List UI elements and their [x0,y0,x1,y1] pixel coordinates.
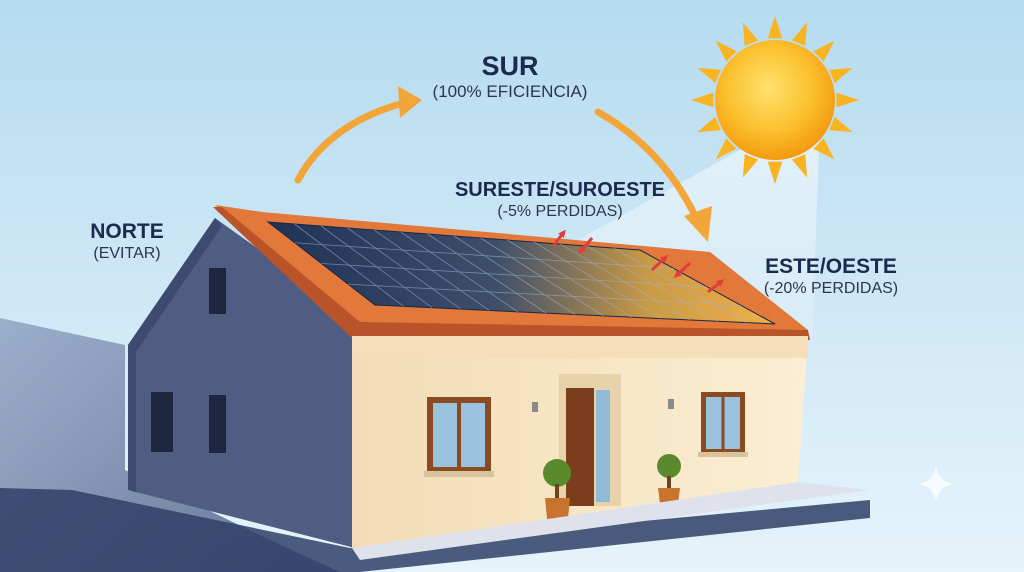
sun-ray [742,154,759,178]
panel-column-line [613,247,747,323]
sun-beam [560,120,820,340]
label-norte-subtitle: (EVITAR) [93,245,161,262]
label-norte-title: NORTE [90,220,164,243]
panel-column-line [374,229,490,311]
loss-arrow-head [716,279,725,287]
side-window-top [209,268,226,314]
panel-column-line [347,227,461,310]
label-sureste-suroeste-title: SURESTE/SUROESTE [454,179,666,201]
front-window-left [424,397,494,477]
panel-column-line [480,237,604,317]
loss-arrow-head [578,246,586,255]
arrow-south-to-west [594,108,702,226]
side-window-left [151,392,173,452]
arrow-head-south [398,86,422,118]
entrance-step [352,482,870,560]
solar-panel-array [266,221,776,325]
wall-lamp-right [668,399,674,409]
panel-column-line [427,233,547,314]
ground-strip [0,488,870,572]
loss-arrow-head [558,229,566,238]
sun-ray [767,161,783,184]
front-window-right [698,392,748,457]
sun-ray [691,92,714,108]
front-door [559,374,621,506]
panel-grid [294,223,747,323]
sun-ray [829,67,853,84]
sun-ray [813,138,835,160]
wall-lamp-left [532,402,538,412]
label-sur: SUR (100% EFICIENCIA) [410,50,610,102]
label-sureste-suroeste-subtitle: (-5% PERDIDAS) [497,203,623,220]
sun-ray [715,138,737,160]
sun-ray [836,92,859,108]
label-sur-title: SUR [481,51,539,81]
sun-ray [697,67,721,84]
sun-ray [715,40,737,62]
panel-column-line [560,243,690,321]
panel-column-line [294,223,404,307]
label-sureste-suroeste: SURESTE/SUROESTE (-5% PERDIDAS) [440,178,680,222]
arrow-east-to-south [294,96,419,184]
loss-arrow-head [660,254,669,263]
label-este-oeste-title: ESTE/OESTE [765,255,897,278]
sun-ray [791,22,808,46]
front-fascia [352,336,808,358]
sun-ray [742,22,759,46]
heat-loss-arrows [551,229,725,294]
sparkle-icon [918,466,954,502]
side-window-right [209,395,226,453]
sun-ray [829,116,853,133]
label-este-oeste-subtitle: (-20% PERDIDAS) [763,280,899,297]
panel-column-line [400,231,519,313]
panel-column-line [506,239,633,318]
sun-icon [691,16,859,184]
label-este-oeste: ESTE/OESTE (-20% PERDIDAS) [736,254,926,299]
arrow-head-west [684,206,712,242]
sun-ray [697,116,721,133]
sun-ray [767,16,783,39]
house-side-wall [128,218,355,548]
panel-column-line [586,245,719,322]
panel-column-line [453,235,576,315]
panel-column-line [533,241,661,319]
label-sur-subtitle: (100% EFICIENCIA) [432,82,588,101]
panel-column-line [320,225,433,309]
label-norte: NORTE (EVITAR) [62,219,192,264]
loss-arrow-head [673,270,682,279]
sun-ray [813,40,835,62]
sun-ray [791,154,808,178]
